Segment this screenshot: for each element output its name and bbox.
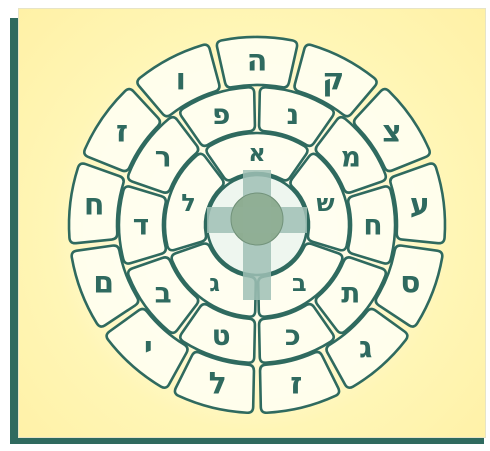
middle-ring-letter: ד <box>133 209 149 242</box>
middle-ring-letter: ט <box>212 319 231 352</box>
inner-ring-letter: ב <box>292 269 307 297</box>
outer-ring-letter: ו <box>176 62 186 97</box>
outer-ring-letter: ס <box>400 266 420 301</box>
middle-ring-letter: ר <box>155 140 172 173</box>
disc-overlay <box>231 193 283 245</box>
outer-ring-letter: ח <box>84 188 105 223</box>
outer-ring-letter: ה <box>247 44 268 79</box>
middle-ring-letter: פ <box>212 98 230 131</box>
outer-ring-letter: ז <box>290 367 302 402</box>
outer-ring-letter: צ <box>382 114 402 149</box>
middle-ring-letter: נ <box>287 98 300 131</box>
middle-ring-letter: מ <box>341 140 361 173</box>
outer-ring-letter: ע <box>410 188 430 223</box>
middle-ring-letter: ב <box>155 277 172 310</box>
inner-ring-letter: ל <box>181 189 196 217</box>
outer-ring-letter: ל <box>209 367 227 402</box>
middle-ring-letter: כ <box>285 319 301 352</box>
outer-ring-letter: ג <box>359 330 372 365</box>
inner-ring-letter: ש <box>316 189 334 217</box>
outer-ring-letter: ק <box>322 62 344 97</box>
outer-ring-letter: ם <box>93 266 114 301</box>
outer-ring-letter: ז <box>116 114 128 149</box>
middle-ring-letter: ח <box>363 209 382 242</box>
middle-ring-letter: ת <box>341 277 360 310</box>
inner-ring-letter: ג <box>209 269 220 297</box>
inner-ring-letter: א <box>248 139 265 167</box>
outer-ring-letter: י <box>144 330 153 365</box>
